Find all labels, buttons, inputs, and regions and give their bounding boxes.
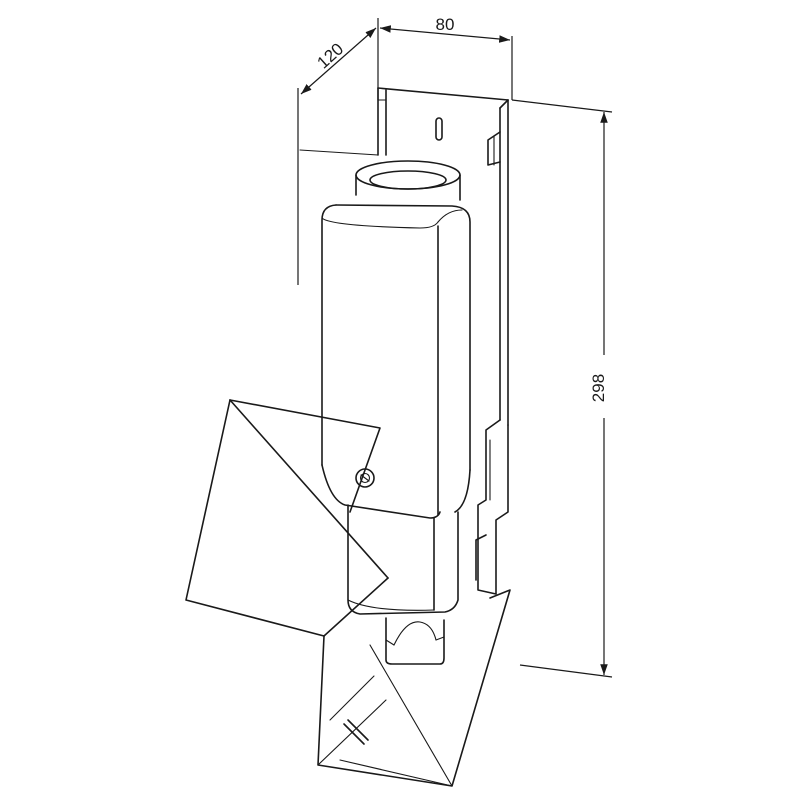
dimension-height: 298 [511, 99, 613, 678]
nozzle-opening-icon [393, 621, 437, 646]
width-label: 80 [436, 15, 455, 34]
dispenser-body [321, 160, 471, 519]
depth-dimension-line [300, 27, 377, 95]
lever-slot-icon [343, 719, 369, 745]
refill-collar-inner [369, 170, 447, 190]
depth-label: 120 [313, 39, 347, 72]
lever-left-edge [185, 399, 325, 637]
pump-housing [347, 504, 459, 665]
push-lever [185, 399, 511, 787]
height-label: 298 [589, 374, 608, 402]
bracket-slot-icon [435, 117, 443, 141]
dimension-width: 80 [377, 15, 513, 100]
lever-top-edge [229, 399, 381, 513]
height-extension-bottom [519, 664, 613, 678]
lever-front-face [317, 589, 511, 787]
height-extension-top [511, 99, 613, 113]
width-dimension-line [379, 25, 511, 43]
dimension-depth: 120 [297, 27, 377, 285]
wall-bracket [299, 87, 509, 595]
nozzle [385, 617, 445, 665]
refill-collar-outer [355, 160, 461, 190]
